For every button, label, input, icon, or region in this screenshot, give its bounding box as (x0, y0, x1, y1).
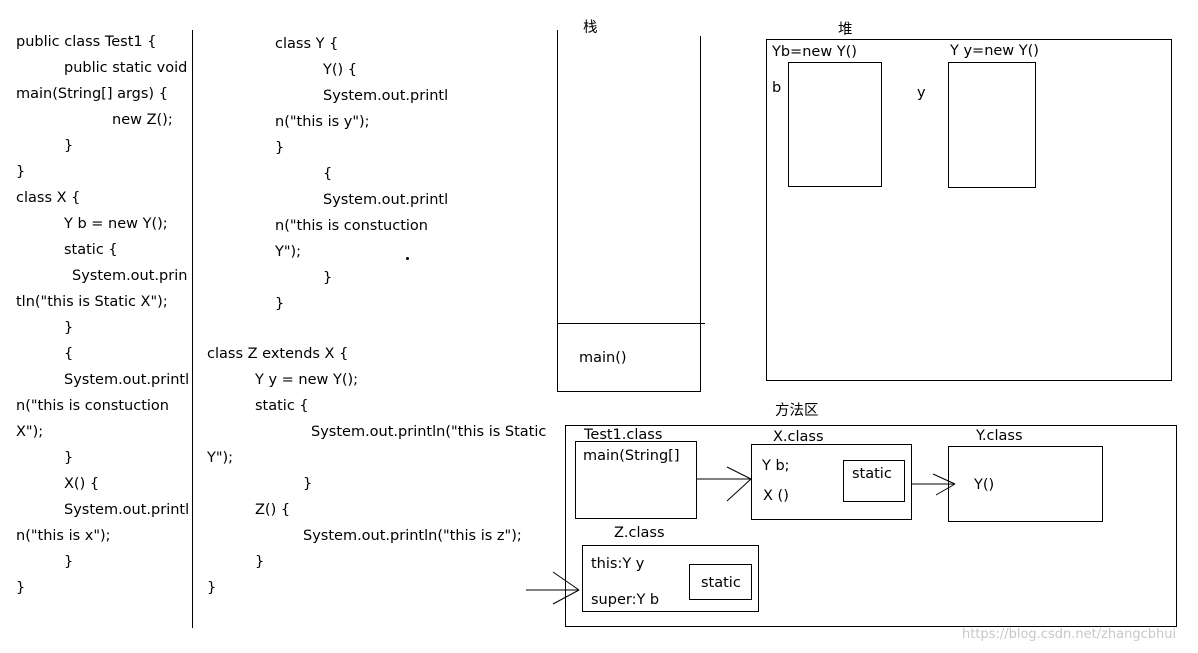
code-line: tln("this is Static X"); (16, 294, 168, 310)
z-static-box (689, 564, 752, 600)
code-line: class Y { (275, 36, 339, 52)
code-line: X"); (16, 424, 44, 440)
code-line: class X { (16, 190, 81, 206)
code-line: X() { (64, 476, 100, 492)
heap-title: 堆 (838, 22, 853, 38)
code-line: static { (255, 398, 309, 414)
z-class-super: super:Y b (591, 592, 660, 608)
test1-class-title: Test1.class (584, 427, 663, 443)
test1-main-method: main(String[] (583, 448, 680, 464)
code-line: Y"); (207, 450, 234, 466)
code-line: Y"); (275, 244, 302, 260)
code-line: } (64, 450, 74, 466)
watermark: https://blog.csdn.net/zhangcbhui (962, 627, 1177, 642)
code-line: { (64, 346, 74, 362)
heap-ref-b: b (772, 80, 782, 96)
code-line: System.out.printl (323, 88, 449, 104)
heap-area (766, 39, 1172, 381)
code-line: { (323, 166, 333, 182)
code-line: n("this is constuction (275, 218, 428, 234)
code-line: Y b = new Y(); (64, 216, 168, 232)
heap-object-b (788, 62, 882, 187)
code-line: System.out.printl (323, 192, 449, 208)
code-line: System.out.printl (64, 502, 190, 518)
code-line: Y y = new Y(); (255, 372, 359, 388)
arrow-into-z (526, 571, 580, 605)
x-class-box (751, 444, 912, 520)
code-line: } (275, 140, 285, 156)
code-line: System.out.prin (72, 268, 188, 284)
x-static-label: static (852, 466, 892, 482)
y-class-title: Y.class (976, 428, 1023, 444)
code-line: } (275, 296, 285, 312)
code-class-y: class Y { Y() { System.out.printl n("this i… (275, 31, 545, 317)
arrow-x-to-y (912, 473, 956, 496)
code-line: System.out.printl (64, 372, 190, 388)
stack-left-wall (557, 30, 558, 392)
code-line: System.out.println("this is Static (311, 424, 547, 440)
code-line: Y() { (323, 62, 358, 78)
stack-bottom (557, 391, 701, 392)
heap-object-b-label: Yb=new Y() (772, 44, 857, 60)
code-line: n("this is x"); (16, 528, 111, 544)
code-line: } (255, 554, 265, 570)
code-divider (192, 30, 193, 628)
stack-right-wall (700, 36, 701, 392)
code-class-z: class Z extends X { Y y = new Y(); static … (207, 341, 552, 601)
code-line: } (64, 138, 74, 154)
arrow-test1-to-x (697, 466, 752, 502)
x-class-ctor: X () (763, 488, 789, 504)
stack-title: 栈 (583, 20, 598, 36)
code-line: } (16, 580, 26, 596)
method-area (565, 425, 1177, 627)
x-static-box (843, 460, 905, 502)
z-class-field: this:Y y (591, 556, 645, 572)
z-class-box (582, 545, 759, 612)
x-class-field: Y b; (762, 458, 790, 474)
code-line: } (64, 320, 74, 336)
heap-object-y (948, 62, 1036, 188)
code-line: System.out.println("this is z"); (303, 528, 522, 544)
method-area-title: 方法区 (775, 403, 819, 419)
x-class-title: X.class (773, 429, 824, 445)
code-line: class Z extends X { (207, 346, 349, 362)
code-line: new Z(); (112, 112, 173, 128)
heap-ref-y: y (917, 85, 926, 101)
stack-frame-main: main() (579, 350, 627, 366)
code-line: } (16, 164, 26, 180)
z-class-title: Z.class (614, 525, 665, 541)
code-line: } (303, 476, 313, 492)
code-line: n("this is constuction (16, 398, 169, 414)
z-static-label: static (701, 575, 741, 591)
code-line: } (323, 270, 333, 286)
y-class-ctor: Y() (974, 477, 995, 493)
code-line: main(String[] args) { (16, 86, 168, 102)
code-test1-x: public class Test1 { public static void ma… (16, 29, 192, 601)
code-line: } (64, 554, 74, 570)
code-line: public class Test1 { (16, 34, 157, 50)
code-line: static { (64, 242, 118, 258)
code-line: Z() { (255, 502, 291, 518)
test1-class-box (575, 441, 697, 519)
heap-object-y-label: Y y=new Y() (950, 43, 1039, 59)
stray-dot (406, 257, 409, 260)
code-line: public static void (64, 60, 188, 76)
code-line: } (207, 580, 217, 596)
code-line: n("this is y"); (275, 114, 370, 130)
stack-frame-divider (557, 323, 705, 324)
